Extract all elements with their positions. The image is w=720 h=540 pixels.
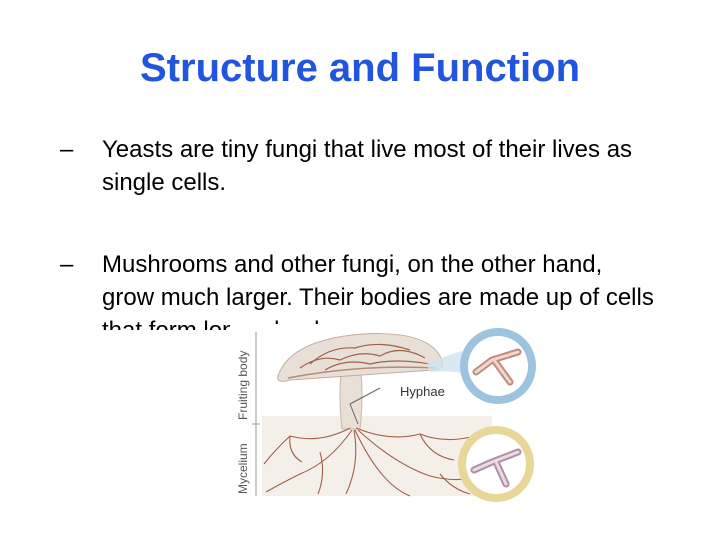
bullet-text: Yeasts are tiny fungi that live most of … [102,136,633,196]
soil-block [262,416,492,496]
mushroom-cap [277,333,443,382]
bullet-mushrooms: – Mushrooms and other fungi, on the othe… [60,248,660,330]
callout-connector-top [426,350,466,374]
fruiting-body-label: Fruiting body [236,351,250,420]
hyphae-pointer [349,387,381,405]
hyphae-label: Hyphae [400,384,445,399]
slide-title: Structure and Function [140,46,580,90]
fungus-illustration: Fruiting body Mycelium [236,328,536,502]
magnified-hyphae-bottom [458,426,534,502]
cap-hyphae [299,343,431,371]
bullet-yeasts: – Yeasts are tiny fungi that live most o… [60,133,660,199]
magnified-hyphae-top [460,328,536,404]
bullet-text: Mushrooms and other fungi, on the other … [102,251,654,330]
fungus-diagram: Fruiting body Mycelium [230,324,540,506]
bullet-dash: – [60,136,74,163]
bullet-dash: – [60,251,74,278]
mycelium-label: Mycelium [236,443,250,494]
